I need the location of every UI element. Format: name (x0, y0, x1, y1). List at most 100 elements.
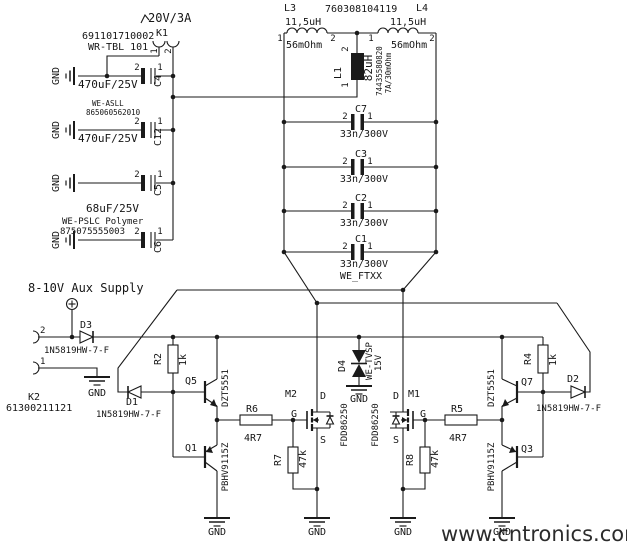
we-pslc-series: WE-PSLC Polymer (62, 217, 144, 227)
r2-ref: R2 (153, 353, 164, 365)
d3-ref: D3 (80, 320, 92, 331)
d2-ref: D2 (567, 374, 579, 385)
tank-capacitor-c3: C3 2 1 33n/300V (340, 149, 388, 185)
q5-ref: Q5 (185, 376, 197, 387)
transistor-q3: Q3 PBHV9115Z (487, 442, 533, 518)
c2-pin2: 2 (342, 201, 347, 211)
m2-part: FDD86250 (340, 403, 350, 446)
k2-pin1: 1 (40, 357, 45, 367)
l1-part: 74435580820 (375, 46, 384, 96)
transistor-q5: Q5 DZT5551 (185, 337, 231, 445)
c1-ref: C1 (355, 234, 367, 245)
d3-part: 1N5819HW-7-F (44, 346, 109, 356)
c1-pin1: 1 (367, 242, 372, 252)
tx-coil-part: 760308104119 (325, 4, 397, 15)
gnd-symbol-q1: GND (203, 517, 231, 538)
net-label-20v: 20V/3A (148, 11, 192, 25)
tank-capacitor-c1: C1 2 1 33n/300V (340, 234, 388, 270)
m1-pin-d: D (393, 391, 399, 402)
gnd-label: GND (51, 174, 62, 192)
l3-pin2: 2 (330, 34, 335, 44)
gnd-label: GND (308, 527, 326, 538)
capacitor-c6: GND 2 1 C6 (51, 227, 164, 253)
tank-capacitor-c7: C7 2 1 33n/300V (340, 104, 388, 140)
capacitor-c5: GND 2 1 C5 68uF/25V (51, 170, 164, 215)
m1-pin-g: G (420, 409, 426, 420)
m1-pin-s: S (393, 435, 399, 446)
d4-value: 15V (374, 354, 384, 371)
gnd-symbol-m2: GND (303, 517, 331, 538)
l1-value: 82uH (362, 55, 375, 82)
m1-part: FDD86250 (371, 403, 381, 446)
q7-part: DZT5551 (487, 369, 497, 407)
inductor-l4: L4 11,5uH 56mOhm 1 2 (368, 3, 434, 51)
q3-part: PBHV9115Z (487, 442, 497, 491)
r8-ref: R8 (405, 454, 416, 466)
gnd-symbol-k2: GND (83, 376, 111, 399)
k1-part: 691101710002 (82, 31, 154, 42)
k1-pin1: 1 (150, 48, 160, 53)
c7-pin1: 1 (367, 112, 372, 122)
r7-ref: R7 (273, 454, 284, 466)
c1-pin2: 2 (342, 242, 347, 252)
watermark-text: www.cntronics.com (441, 522, 627, 546)
r6-ref: R6 (246, 404, 258, 415)
gnd-symbol-m1: GND (389, 517, 417, 538)
resistor-r8: R8 47k (405, 446, 441, 474)
capacitor-c12: GND 2 1 C12 470uF/25V (51, 117, 164, 146)
k1-series: WR-TBL 101 (88, 42, 148, 53)
r4-value: 1k (548, 354, 559, 366)
l3-value: 11,5uH (285, 17, 321, 28)
d4-series: WE-TVSP (365, 341, 375, 380)
we-asll-series: WE-ASLL (92, 99, 124, 108)
c4-pin2: 2 (134, 63, 139, 73)
junction-dots (69, 30, 546, 492)
c7-value: 33n/300V (340, 129, 388, 140)
l4-pin1: 1 (368, 34, 373, 44)
l1-rating: 7A/30mOhm (384, 52, 393, 93)
we-asll-part: 865060562010 (86, 108, 141, 117)
resistor-r6: R6 4R7 (239, 404, 273, 444)
l3-pin1: 1 (277, 34, 282, 44)
connector-k1: K1 691101710002 WR-TBL 101 1 2 (82, 28, 180, 54)
diode-d2: D2 1N5819HW-7-F (536, 374, 601, 414)
k2-ref: K2 (28, 392, 40, 403)
q1-ref: Q1 (185, 443, 197, 454)
gnd-symbol-q3: GND (488, 517, 516, 538)
c4-ref: C4 (153, 75, 164, 87)
c6-ref: C6 (153, 241, 164, 253)
c2-pin1: 1 (367, 201, 372, 211)
resistor-r7: R7 47k (273, 446, 309, 474)
d2-part: 1N5819HW-7-F (536, 404, 601, 414)
gnd-label: GND (394, 527, 412, 538)
connector-k2: 2 1 K2 61300211121 (6, 326, 72, 414)
r6-value: 4R7 (244, 433, 262, 444)
d4-ref: D4 (337, 360, 348, 372)
c2-ref: C2 (355, 193, 367, 204)
diode-d3: D3 1N5819HW-7-F (44, 320, 109, 356)
c5-ref: C5 (153, 184, 164, 196)
r8-value: 47k (430, 450, 441, 468)
m2-pin-g: G (291, 409, 297, 420)
power-flag-aux: 8-10V Aux Supply (28, 281, 144, 311)
r5-ref: R5 (451, 404, 463, 415)
gnd-label: GND (208, 527, 226, 538)
tvs-d4: GND D4 WE-TVSP 15V (337, 337, 384, 405)
c12-pin1: 1 (157, 117, 162, 127)
m1-ref: M1 (408, 389, 420, 400)
c6-pin1: 1 (157, 227, 162, 237)
d1-ref: D1 (126, 397, 138, 408)
c2-value: 33n/300V (340, 218, 388, 229)
c12-value: 470uF/25V (78, 132, 138, 145)
gnd-label: GND (493, 527, 511, 538)
k1-ref: K1 (156, 28, 168, 39)
l4-pin2: 2 (429, 34, 434, 44)
gnd-label: GND (88, 388, 106, 399)
resistor-r4: R4 1k (523, 344, 559, 374)
c6-pin2: 2 (134, 227, 139, 237)
capacitor-c4: GND 2 1 C4 470uF/25V (51, 63, 164, 91)
l4-value: 11,5uH (390, 17, 426, 28)
k1-pin2: 2 (164, 48, 174, 53)
